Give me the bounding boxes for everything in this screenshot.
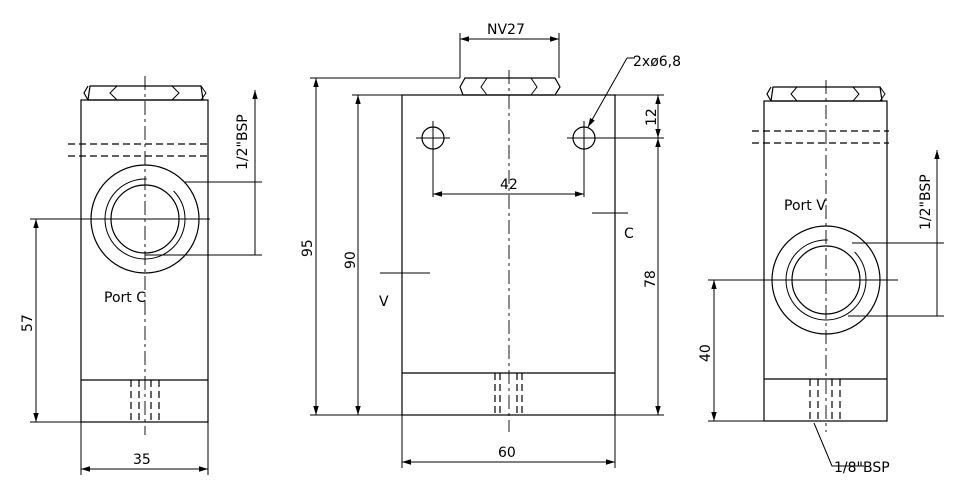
c-label: C [624,226,634,242]
right-body-outline [763,100,888,422]
left-hex-nut [83,85,204,101]
left-thread-label: 1/2"BSP [235,114,251,170]
left-35-label: 35 [133,452,151,468]
right-port-label: Port V [784,198,826,214]
right-thread-label: 1/2"BSP [918,174,934,230]
hole-spacing-label: 42 [500,177,518,193]
holes-label: 2xø6,8 [633,54,681,70]
body-90-label: 90 [343,251,359,269]
center-hex-nut-faces [480,77,538,96]
left-hex-nut-faces [109,85,207,101]
left-port-label: Port C [104,290,146,306]
drain-thread-label: 1/8"BSP [834,460,890,476]
center-body-outline [401,94,616,416]
center-hex-nut [459,77,561,96]
port-c-78-label: 78 [643,270,659,288]
left-57-label: 57 [20,314,36,332]
drain-thread-leader [813,422,864,467]
right-side-view: Port V 1/2"BSP 40 1/8"BSP [698,80,944,476]
center-front-view: NV27 2xø6,8 42 V C 12 78 [300,22,681,468]
right-40-label: 40 [698,344,714,362]
holes-leader [587,57,628,128]
left-body-outline [80,99,209,423]
nut-dim-label: NV27 [487,22,525,38]
total-95-label: 95 [300,239,316,257]
v-label: V [379,294,389,310]
top-12-label: 12 [644,108,660,126]
right-hex-nut [766,86,883,102]
left-side-view: Port C 1/2"BSP 57 35 [20,76,262,475]
right-hex-nut-faces [790,86,886,102]
block-60-label: 60 [498,445,516,461]
